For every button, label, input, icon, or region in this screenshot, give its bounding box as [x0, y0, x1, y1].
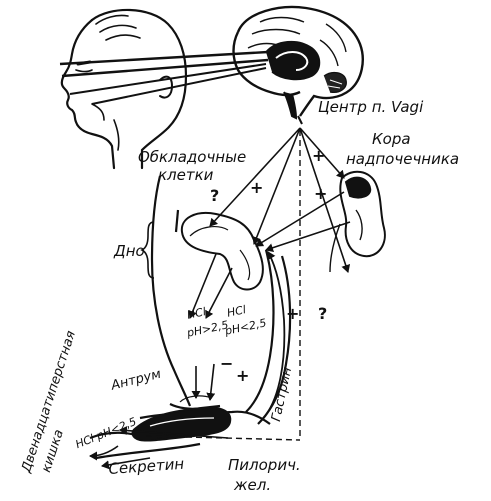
plus-sign-adrenal: + — [312, 148, 325, 164]
pyloric-label-line2: жел. — [234, 478, 271, 493]
parietal-cells-label-line1: Обкладочные — [138, 150, 246, 165]
adrenal-cortex-label-line1: Кора — [372, 132, 411, 147]
plus-sign-gastrin: + — [286, 306, 299, 322]
adrenal-cortex-label-line2: надпочечника — [346, 152, 459, 167]
adrenal-kidney-illustration — [330, 172, 385, 272]
plus-sign-parietal: + — [250, 180, 263, 196]
plus-sign-adrenal-2: + — [314, 186, 327, 202]
parietal-cells-shape — [182, 213, 263, 290]
pyloric-label-line1: Пилорич. — [228, 458, 301, 473]
fundus-label: Дно — [114, 244, 145, 259]
question-sign-parietal: ? — [210, 188, 219, 204]
parietal-cells-label-line2: клетки — [158, 168, 213, 183]
question-sign-vagus: ? — [318, 306, 327, 322]
vagus-center-label: Центр п. Vagi — [318, 100, 423, 115]
plus-sign-antrum: + — [236, 368, 249, 384]
minus-sign-antrum: − — [220, 356, 233, 372]
